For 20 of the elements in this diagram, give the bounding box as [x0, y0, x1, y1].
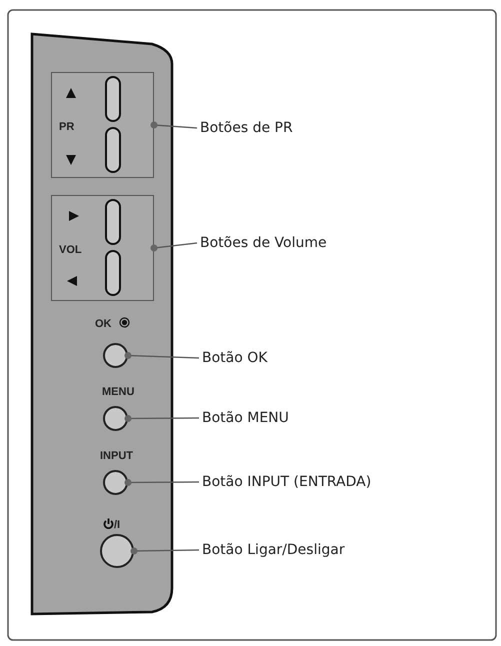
leader-line [124, 479, 199, 486]
leader-line [124, 415, 199, 422]
callout-label: Botões de PR [200, 119, 293, 137]
button-label: /I [114, 519, 120, 531]
leader-line [150, 122, 198, 129]
callout-label: Botão MENU [202, 409, 289, 427]
callout-label: Botão Ligar/Desligar [202, 541, 345, 559]
button-label: OK [95, 318, 112, 330]
button-label: INPUT [100, 450, 133, 462]
leader-line [150, 242, 198, 252]
leader-line [124, 352, 200, 359]
button-group [51, 195, 154, 301]
callout-label: Botão OK [202, 349, 268, 367]
button-label: PR [59, 121, 74, 133]
callout-label: Botão INPUT (ENTRADA) [202, 473, 372, 491]
leader-line [130, 548, 200, 554]
callout-label: Botões de Volume [200, 234, 327, 252]
button-label: MENU [102, 386, 134, 398]
button-label: VOL [59, 244, 82, 256]
button-group [51, 72, 154, 178]
